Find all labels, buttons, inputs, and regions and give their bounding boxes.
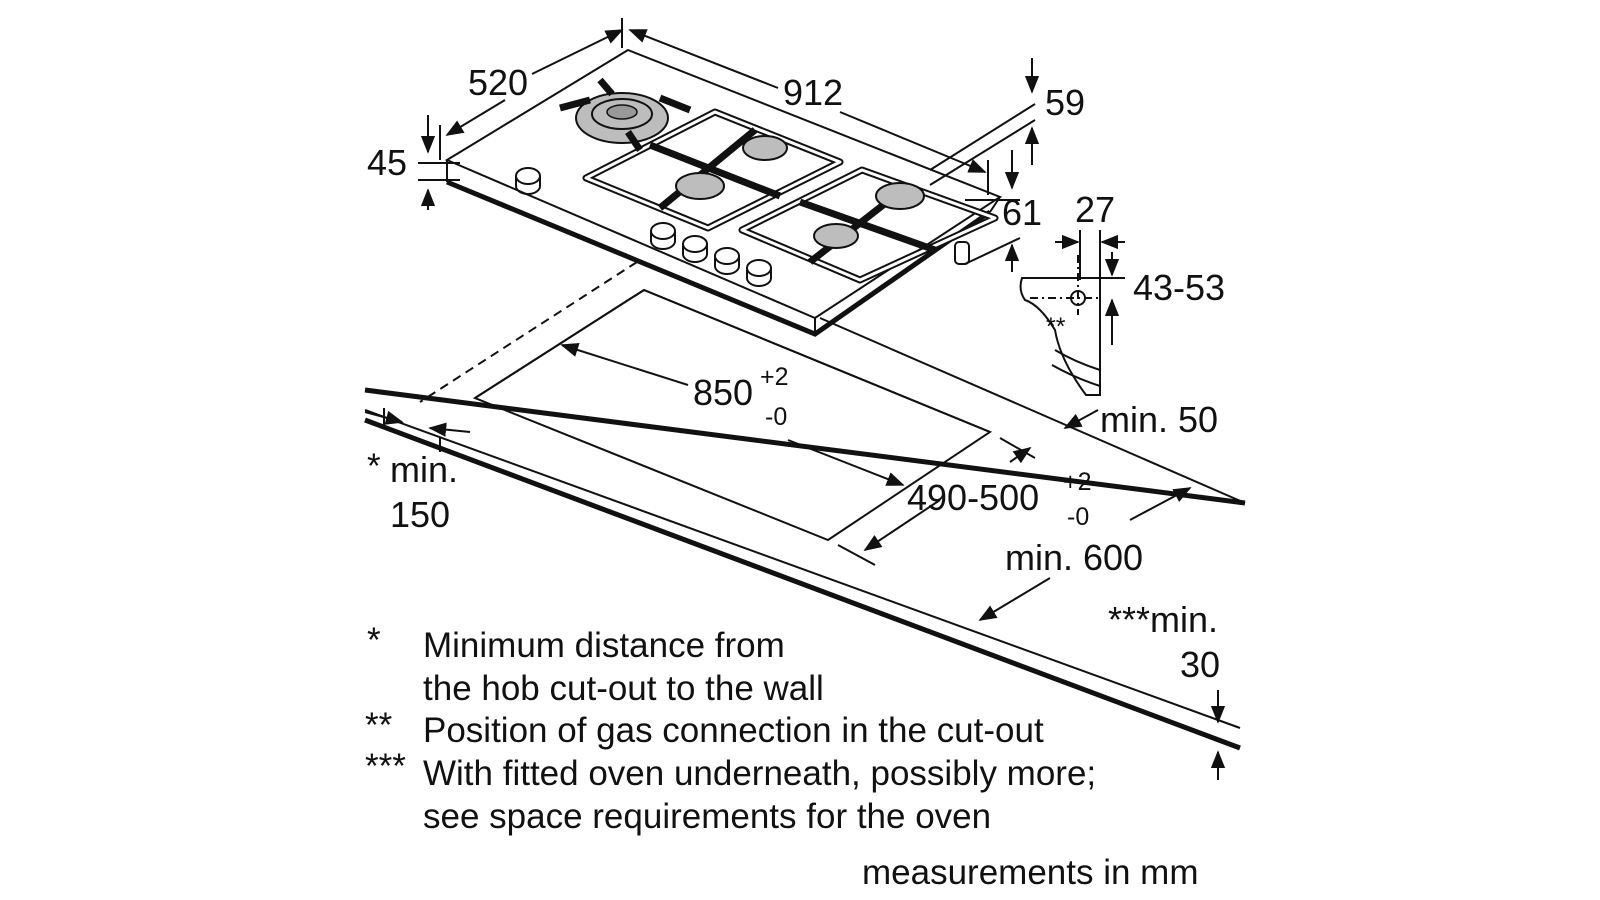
dim-cutout-depth: 490-500 bbox=[907, 477, 1039, 518]
units-note: measurements in mm bbox=[862, 853, 1198, 892]
gas-connection-detail: ** bbox=[1019, 255, 1101, 396]
dim-min-back: min. 50 bbox=[1100, 399, 1218, 440]
gas-connection-marker: ** bbox=[1046, 313, 1066, 341]
dim-connection-offset: 27 bbox=[1075, 189, 1115, 230]
note-2-mark: ** bbox=[365, 706, 393, 745]
worktop bbox=[364, 261, 1246, 751]
dim-cutout-width-tol-plus: +2 bbox=[760, 363, 789, 391]
dim-min-wall-value: 150 bbox=[390, 494, 450, 535]
dim-cutout-depth-tol-minus: -0 bbox=[1067, 503, 1089, 531]
burner-front-left bbox=[675, 172, 725, 200]
note-1-line-1: Minimum distance from bbox=[423, 626, 785, 665]
note-3-line-1: With fitted oven underneath, possibly mo… bbox=[423, 754, 1096, 793]
dim-depth: 520 bbox=[468, 62, 528, 103]
dim-min-wall-star: * bbox=[367, 447, 381, 486]
burner-rear-right bbox=[875, 182, 925, 210]
footnotes: * Minimum distance from the hob cut-out … bbox=[365, 621, 1096, 836]
dim-front-height: 45 bbox=[367, 142, 407, 183]
note-3-mark: *** bbox=[365, 747, 406, 786]
dim-rear-height: 59 bbox=[1045, 82, 1085, 123]
dim-side-height: 61 bbox=[1002, 192, 1042, 233]
pan-support-back bbox=[738, 166, 999, 284]
dim-min-oven-label: ***min. bbox=[1108, 599, 1218, 640]
dim-cutout-width-tol-minus: -0 bbox=[765, 403, 787, 431]
control-knobs bbox=[515, 167, 772, 287]
note-2-line-1: Position of gas connection in the cut-ou… bbox=[423, 711, 1044, 750]
burner-rear-left bbox=[742, 135, 788, 161]
dim-cutout-width: 850 bbox=[693, 372, 753, 413]
pan-support-front bbox=[582, 108, 844, 232]
wok-burner bbox=[559, 77, 692, 152]
cutout bbox=[472, 288, 993, 542]
note-3-line-2: see space requirements for the oven bbox=[423, 797, 991, 836]
note-1-line-2: the hob cut-out to the wall bbox=[423, 669, 824, 708]
dim-connection-height: 43-53 bbox=[1133, 267, 1225, 308]
hob-body bbox=[444, 48, 1003, 337]
note-1-mark: * bbox=[367, 621, 381, 660]
dim-min-worktop: min. 600 bbox=[1005, 537, 1143, 578]
dim-width: 912 bbox=[783, 72, 843, 113]
burner-front-right bbox=[813, 223, 859, 249]
dim-min-oven-value: 30 bbox=[1180, 644, 1220, 685]
dim-cutout-depth-tol-plus: +2 bbox=[1063, 468, 1092, 496]
dim-min-wall-label: min. bbox=[390, 449, 458, 490]
